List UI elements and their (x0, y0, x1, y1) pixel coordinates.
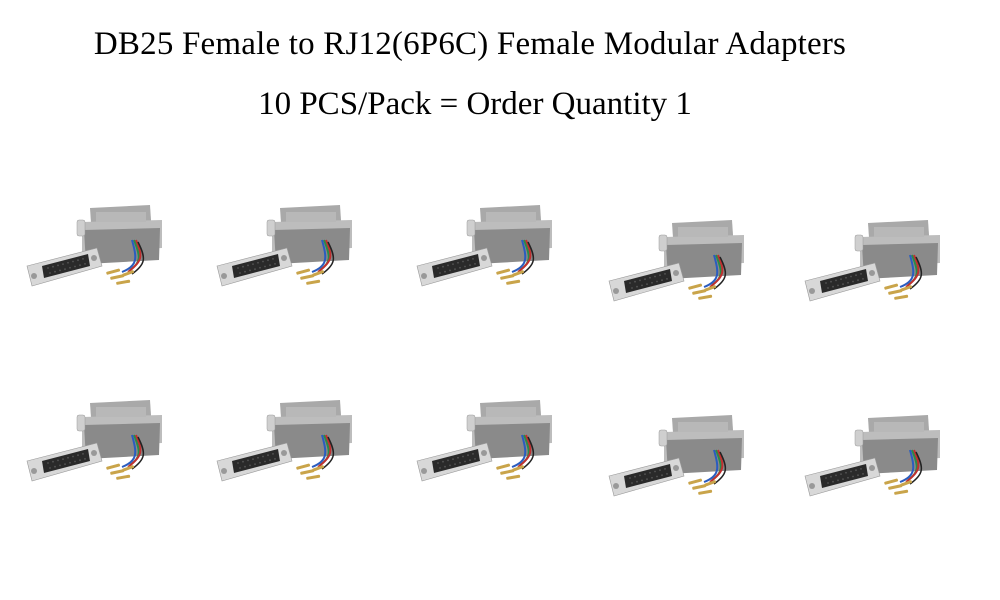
product-image-6 (22, 395, 172, 495)
adapter-image (416, 400, 552, 482)
adapter-image (608, 415, 744, 497)
product-image-10 (800, 410, 950, 510)
page-title: DB25 Female to RJ12(6P6C) Female Modular… (93, 26, 847, 62)
product-image-9 (604, 410, 754, 510)
product-image-3 (412, 200, 562, 300)
page-subtitle: 10 PCS/Pack = Order Quantity 1 (258, 86, 692, 122)
product-image-5 (800, 215, 950, 315)
adapter-image (608, 220, 744, 302)
product-image-8 (412, 395, 562, 495)
adapter-image (216, 400, 352, 482)
adapter-image (26, 400, 162, 482)
adapter-image (804, 220, 940, 302)
product-image-1 (22, 200, 172, 300)
adapter-image (416, 205, 552, 287)
adapter-image (804, 415, 940, 497)
adapter-image (216, 205, 352, 287)
adapter-image (26, 205, 162, 287)
product-image-4 (604, 215, 754, 315)
product-image-2 (212, 200, 362, 300)
product-image-7 (212, 395, 362, 495)
